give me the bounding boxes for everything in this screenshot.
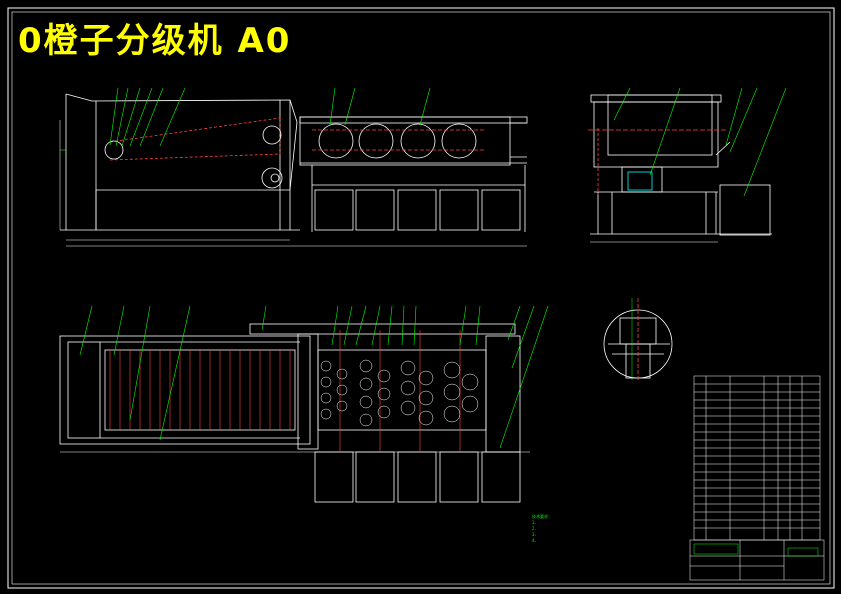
drawing-frame bbox=[7, 7, 835, 589]
parts-list bbox=[693, 375, 821, 541]
title-block bbox=[689, 539, 825, 581]
top-leaders bbox=[79, 305, 549, 449]
front-leaders bbox=[60, 87, 431, 151]
side-view bbox=[588, 94, 772, 243]
drive-sprocket bbox=[104, 140, 124, 160]
drawing-title: 0橙子分级机 A0 bbox=[18, 21, 292, 61]
top-view-fruit bbox=[320, 359, 479, 427]
side-leaders bbox=[613, 87, 787, 197]
technical-notes: 技术要求： 1. 2. 3. 4. bbox=[532, 514, 552, 544]
conveyor-chain bbox=[109, 117, 281, 161]
notes-heading: 技术要求： bbox=[532, 514, 552, 519]
note-line: 3. bbox=[532, 532, 537, 537]
top-view bbox=[59, 323, 530, 503]
front-view bbox=[59, 93, 528, 247]
note-line: 4. bbox=[532, 538, 537, 543]
detail-view bbox=[603, 298, 673, 382]
motor bbox=[627, 171, 653, 191]
note-line: 2. bbox=[532, 526, 537, 531]
top-view-rollers bbox=[109, 330, 461, 452]
note-line: 1. bbox=[532, 520, 537, 525]
